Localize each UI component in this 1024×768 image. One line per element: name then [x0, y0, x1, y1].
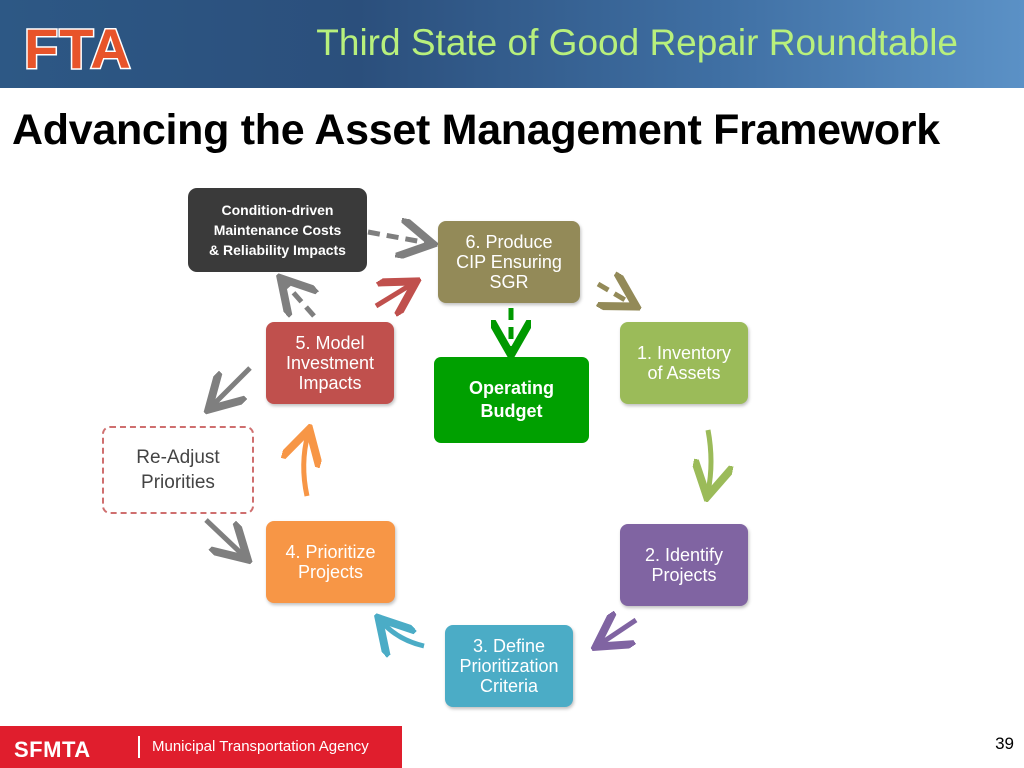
define-criteria-box: 3. Define Prioritization Criteria	[445, 625, 573, 707]
condition-driven-box: Condition-driven Maintenance Costs & Rel…	[188, 188, 367, 272]
arrow-readjust-to-prioritize	[204, 518, 244, 556]
arrow-identify-to-define	[600, 620, 638, 644]
page-number: 39	[995, 734, 1014, 753]
sfmta-logo-text: SFMTA	[14, 738, 91, 760]
arrow-model-to-condition	[284, 282, 314, 316]
arrow-model-to-cip	[374, 284, 412, 306]
arrow-prioritize-to-model	[304, 434, 308, 497]
inventory-assets-box: 1. Inventory of Assets	[620, 322, 748, 404]
fta-logo-text: FTA	[24, 18, 132, 80]
footer-agency-name: Municipal Transportation Agency	[152, 738, 369, 755]
readjust-priorities-box: Re-Adjust Priorities	[102, 426, 254, 514]
prioritize-projects-box: 4. Prioritize Projects	[266, 521, 395, 603]
fta-logo: FTA	[23, 18, 133, 80]
operating-budget-box: Operating Budget	[434, 357, 589, 443]
sfmta-logo: SFMTA	[14, 738, 91, 760]
arrow-cip-to-inventory	[598, 284, 632, 304]
arrow-condition-to-cip	[367, 232, 428, 243]
model-investment-box: 5. Model Investment Impacts	[266, 322, 394, 404]
footer-divider	[138, 736, 140, 758]
arrow-define-to-prioritize	[382, 622, 425, 646]
header-banner: FTA Third State of Good Repair Roundtabl…	[0, 0, 1024, 88]
produce-cip-box: 6. Produce CIP Ensuring SGR	[438, 221, 580, 303]
footer-banner: SFMTA Municipal Transportation Agency	[0, 726, 402, 768]
header-title: Third State of Good Repair Roundtable	[316, 22, 958, 63]
slide-title: Advancing the Asset Management Framework	[12, 106, 940, 154]
arrow-model-to-readjust	[212, 366, 252, 406]
arrow-inventory-to-identify	[708, 429, 711, 492]
identify-projects-box: 2. Identify Projects	[620, 524, 748, 606]
